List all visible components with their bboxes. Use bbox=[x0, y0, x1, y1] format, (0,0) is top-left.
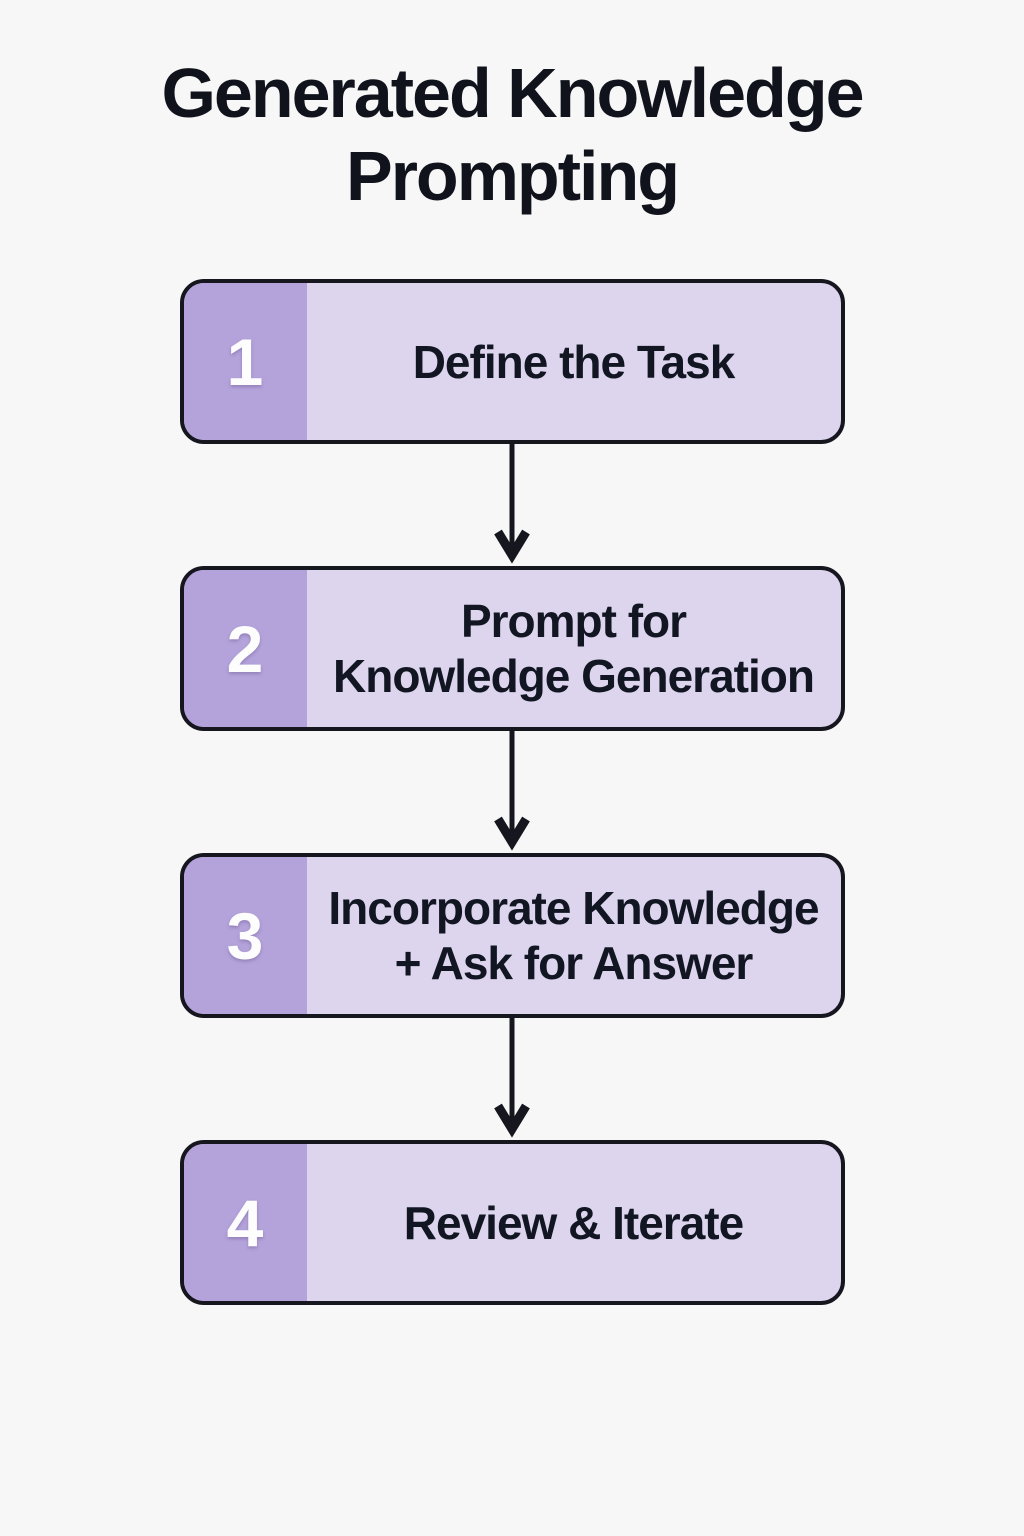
diagram-title: Generated Knowledge Prompting bbox=[161, 54, 864, 215]
step-box-incorporate-knowledge: 3 Incorporate Knowledge + Ask for Answer bbox=[179, 853, 845, 1019]
step-label: Define the Task bbox=[412, 335, 736, 388]
step-label: Prompt for Knowledge Generation bbox=[333, 595, 815, 702]
step-box-define-task: 1 Define the Task bbox=[179, 279, 845, 445]
step-number: 4 bbox=[226, 1185, 264, 1260]
step-number-panel: 2 bbox=[183, 570, 307, 728]
step-number: 2 bbox=[226, 611, 264, 686]
step-number-panel: 3 bbox=[183, 857, 307, 1015]
arrow-down-icon bbox=[494, 1018, 530, 1138]
step-label: Incorporate Knowledge + Ask for Answer bbox=[328, 882, 819, 989]
step-number-panel: 4 bbox=[183, 1144, 307, 1302]
arrow-down-icon bbox=[494, 444, 530, 564]
step-box-prompt-knowledge-generation: 2 Prompt for Knowledge Generation bbox=[179, 566, 845, 732]
step-label: Review & Iterate bbox=[403, 1196, 744, 1249]
step-box-review-iterate: 4 Review & Iterate bbox=[179, 1140, 845, 1306]
arrow-down-icon bbox=[494, 731, 530, 851]
step-number-panel: 1 bbox=[183, 283, 307, 441]
flowchart: 1 Define the Task 2 Prompt for Knowledge… bbox=[179, 279, 845, 1306]
step-number: 1 bbox=[226, 324, 264, 399]
step-number: 3 bbox=[226, 898, 264, 973]
